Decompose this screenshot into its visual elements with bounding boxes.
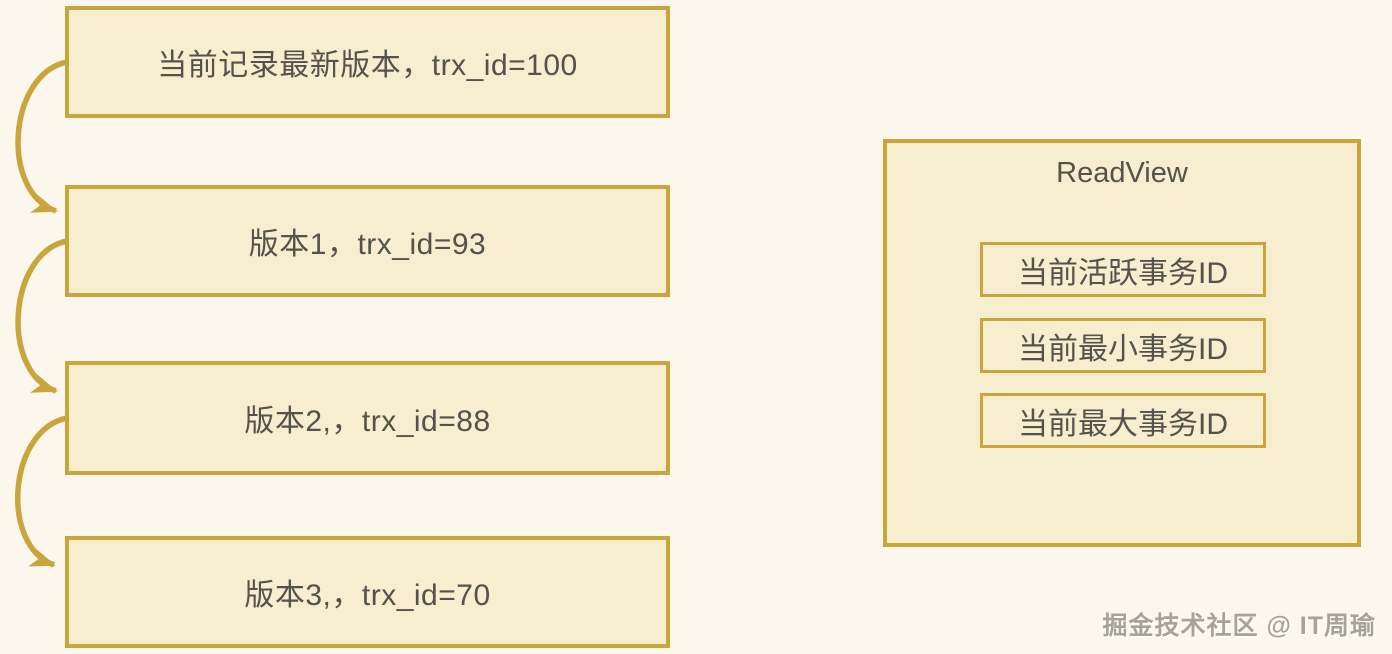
readview-title: ReadView [1056,157,1188,189]
version-box-2: 版本2,，trx_id=88 [65,361,670,475]
readview-field-max-trx-id-label: 当前最大事务ID [1018,407,1228,441]
version-box-1-label: 版本1，trx_id=93 [248,228,487,261]
arrow-box2-to-box3-icon [15,238,68,394]
version-box-1: 版本1，trx_id=93 [65,185,670,297]
version-box-3-label: 版本3,，trx_id=70 [244,579,491,612]
readview-field-active-trx-ids: 当前活跃事务ID [980,242,1266,297]
readview-field-active-trx-ids-label: 当前活跃事务ID [1018,256,1228,290]
version-box-latest: 当前记录最新版本，trx_id=100 [65,6,670,118]
watermark: 掘金技术社区 @ IT周瑜 [1102,612,1376,640]
readview-field-max-trx-id: 当前最大事务ID [980,393,1266,448]
version-box-2-label: 版本2,，trx_id=88 [244,405,491,438]
version-box-3: 版本3,，trx_id=70 [65,536,670,648]
arrow-box3-to-box4-icon [15,415,68,568]
readview-field-min-trx-id: 当前最小事务ID [980,318,1266,373]
version-box-latest-label: 当前记录最新版本，trx_id=100 [157,49,578,82]
readview-panel: ReadView 当前活跃事务ID 当前最小事务ID 当前最大事务ID [883,139,1361,547]
arrow-box1-to-box2-icon [15,59,68,214]
readview-field-min-trx-id-label: 当前最小事务ID [1018,332,1228,366]
